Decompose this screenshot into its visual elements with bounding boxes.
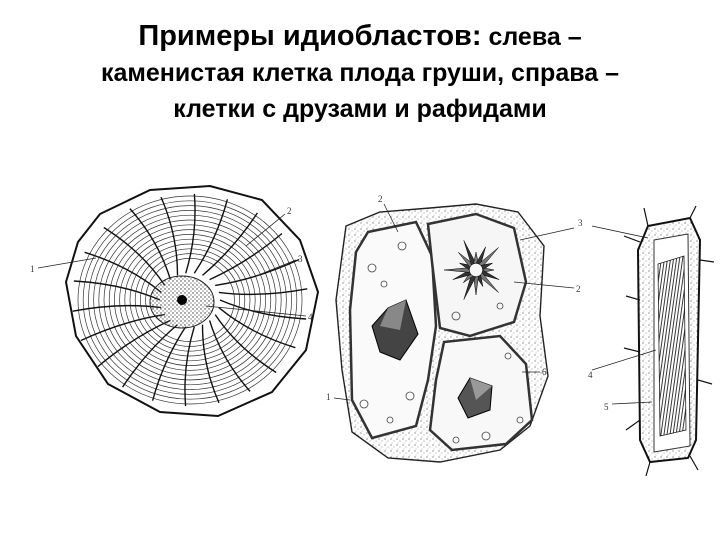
pit-canal [160,196,179,276]
wall-layer [108,224,272,376]
pit-canal [208,320,251,392]
wall-layer [134,248,246,352]
pit-canal [218,307,296,349]
druse-crystal-spike [463,272,474,283]
druse-crystal-spike [443,267,470,273]
pit-canal [103,226,166,286]
label-druse-2b: 2 [576,284,581,294]
druse-crystal-spike [480,269,500,280]
druse-crystal-spike [463,274,477,300]
wall-layer [82,200,298,400]
label-raphide-3: 3 [578,218,583,228]
wall-layer [124,238,256,362]
druse-crystal-spike [458,252,474,268]
label-druse-6: 6 [542,367,547,377]
label-raphide-5: 5 [604,402,609,412]
pit-canal [151,326,187,401]
druse-crystal-spike [473,251,479,264]
label-stone-2: 2 [287,206,292,216]
pit-canal [122,324,178,388]
pit-canal [129,208,172,280]
label-druse-1: 1 [326,392,331,402]
druse-crystal-spike [452,269,472,280]
slide-title: Примеры идиобластов: слева – каменистая … [0,18,720,127]
druse-crystal-spike [478,272,499,293]
wall-layer [98,214,282,386]
druse-crystal-spike [475,246,486,266]
title-line-2: каменистая клетка плода груши, справа – [100,59,620,87]
pit-canal [214,314,277,374]
druse-crystal-spike [482,267,495,273]
stone-cell-drawing: 1 2 3 4 [30,184,320,418]
druse-cells-drawing: 2 2 6 1 [326,194,581,463]
label-druse-2a: 2 [378,194,383,204]
pit-canal [84,251,162,293]
label-stone-3: 3 [298,254,303,264]
druse-crystal-spike [480,262,493,271]
pit-canal [184,326,195,407]
pit-canal [193,199,229,274]
pit-canal [185,193,196,274]
pit-canal [218,288,308,296]
druse-crystal-spike [463,240,477,266]
title-line-1: Примеры идиобластов: слева – [0,18,720,55]
label-stone-1: 1 [30,264,35,274]
title-rest: слева – [481,23,582,51]
wall-layer [114,229,266,371]
pit-canal [202,212,258,276]
pit-canal [209,232,283,281]
wall-layer [88,205,292,395]
wall-layer [119,234,261,366]
title-main: Примеры идиобластов: [138,20,482,52]
wall-layer [103,219,277,381]
label-stone-4: 4 [308,312,313,322]
raphide-cell-drawing: 3 4 5 [578,205,715,477]
pit-canal [219,299,307,320]
wall-layer [93,210,287,390]
pit-canal [201,324,220,404]
druse-crystal-spike [478,247,499,268]
wall-layer [129,243,251,357]
pit-canal [97,319,171,368]
label-raphide-4: 4 [588,370,593,380]
title-line-3: клетки с друзами и рафидами [173,95,547,123]
wall-layer [77,195,303,405]
druse-crystal-spike [473,276,479,296]
